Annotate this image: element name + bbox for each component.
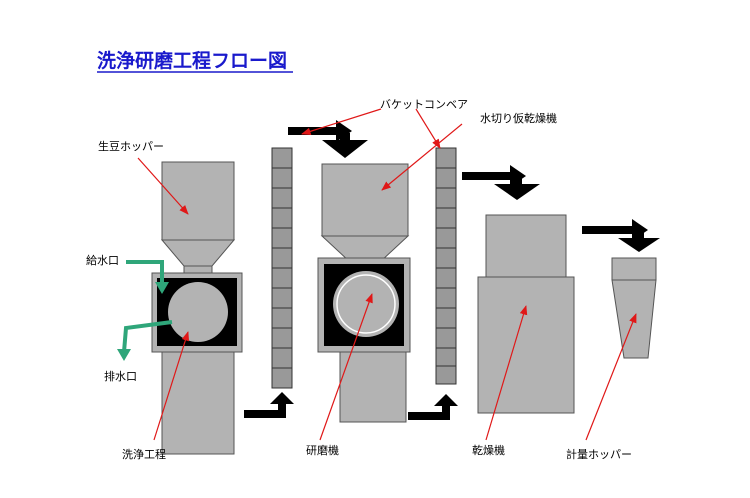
pointer-dryer (485, 305, 528, 441)
water-outlet-arrow (117, 320, 173, 361)
label-water-inlet: 給水口 (86, 253, 119, 267)
pointer-weighing-hopper (585, 313, 637, 441)
bucket-conveyor-2 (435, 147, 457, 385)
weighing-hopper (611, 257, 657, 359)
flow-arrow-to-dryer (462, 165, 540, 200)
flow-arrow-to-weighing-hopper (582, 219, 660, 252)
washing-base (161, 347, 235, 455)
pointer-bucket-conveyor-1 (301, 108, 382, 136)
label-bucket-conveyor: バケットコンベア (380, 98, 468, 111)
water-inlet-arrow (126, 260, 169, 294)
polishing-machine (317, 163, 411, 423)
label-raw-bean-hopper: 生豆ホッパー (98, 139, 164, 153)
pointer-pre-dryer (381, 123, 463, 191)
page-title: 洗浄研磨工程フロー図 (97, 49, 287, 72)
bucket-conveyor-1 (271, 147, 293, 389)
washing-drum (168, 282, 228, 342)
pointer-polishing-machine (319, 293, 373, 441)
raw-bean-hopper (161, 161, 235, 241)
label-weighing-hopper: 計量ホッパー (566, 447, 632, 461)
label-dryer: 乾燥機 (472, 443, 505, 457)
pointer-bucket-conveyor-2 (415, 108, 441, 149)
hopper-funnel (160, 239, 236, 267)
washing-unit (151, 161, 243, 455)
flow-arrow-to-polisher (288, 120, 368, 158)
flow-arrow-up-conveyor-2 (408, 394, 458, 420)
label-washing-process: 洗浄工程 (122, 447, 166, 461)
label-water-outlet: 排水口 (104, 369, 137, 383)
pointer-washing-process (153, 331, 190, 441)
pointer-raw-bean-hopper (137, 157, 189, 215)
dryer (477, 214, 575, 414)
flow-arrow-up-conveyor-1 (244, 392, 294, 418)
label-pre-dryer: 水切り仮乾燥機 (480, 111, 557, 125)
label-polishing-machine: 研磨機 (306, 443, 339, 457)
